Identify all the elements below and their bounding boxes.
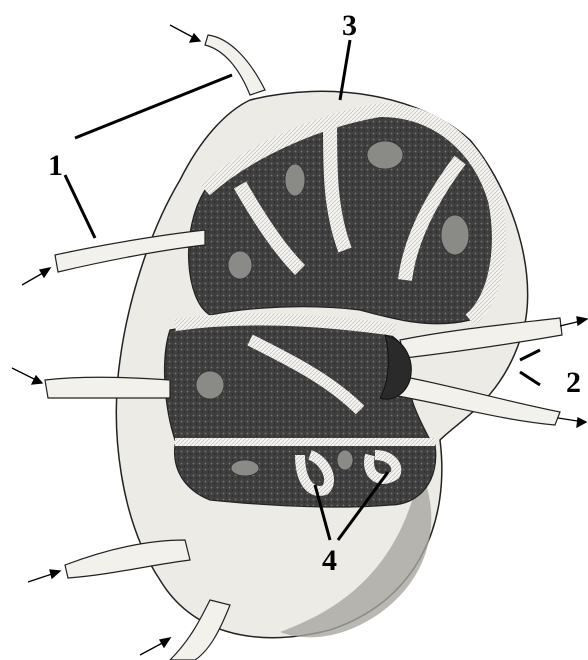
follicle [285,164,305,196]
follicle [231,460,259,476]
callout-1: 1 [48,149,63,182]
afferent-vessel-left-2 [45,377,170,398]
follicle [196,371,224,399]
follicle [441,215,469,255]
follicle [367,141,403,169]
callout-3: 3 [342,9,357,42]
follicle [337,450,353,470]
afferent-vessel-upper [205,35,265,95]
follicle [228,251,252,279]
callout-4: 4 [322,544,337,577]
callout-2: 2 [566,366,581,399]
